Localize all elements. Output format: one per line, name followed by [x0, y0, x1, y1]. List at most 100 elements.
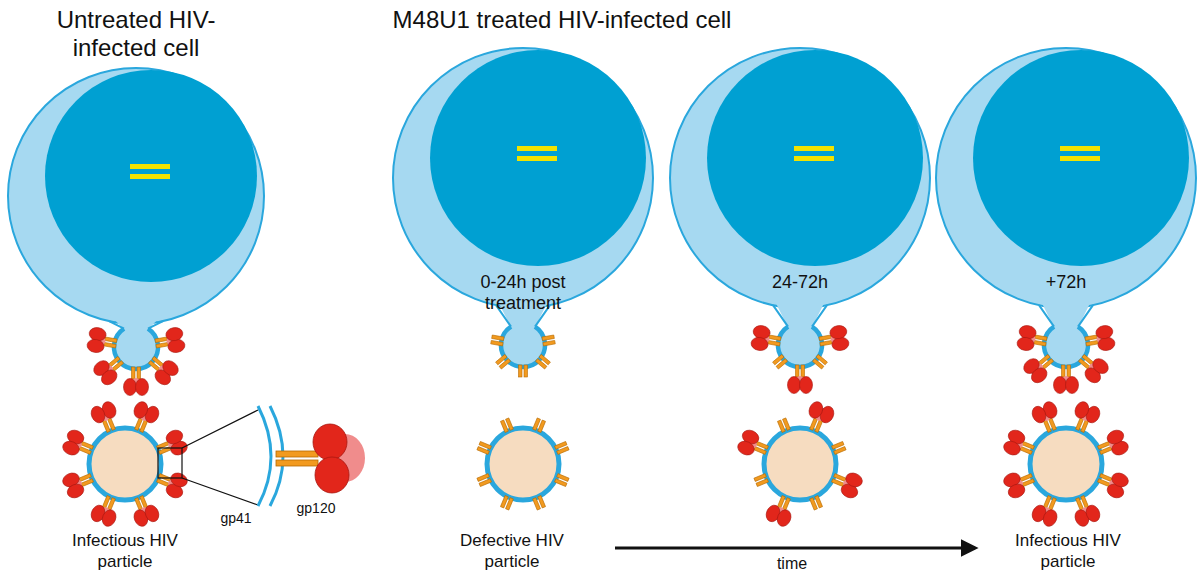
gp41-stalk: [776, 359, 787, 369]
envelope-spike: [1002, 466, 1038, 500]
gp41-stalk: [105, 337, 117, 343]
gp41-stalk: [156, 342, 168, 348]
envelope-spike: [127, 400, 161, 436]
gp41-stalk: [1062, 365, 1066, 377]
gp41-stalk: [539, 354, 550, 364]
gp120-lobe: [86, 338, 105, 354]
cell: [8, 68, 264, 396]
cell-neck: [1040, 299, 1092, 327]
gp41-stalk: [754, 447, 766, 455]
gp41-stalk: [557, 474, 569, 482]
gp41-stalk: [524, 365, 528, 377]
gp120-lobe: [89, 404, 108, 425]
envelope-spike: [154, 326, 186, 356]
gp41-stalk: [543, 340, 555, 346]
gp41-stalk: [819, 335, 831, 341]
provirus-bar: [794, 156, 834, 161]
gp41-stalk: [555, 441, 567, 449]
provirus-bar: [517, 146, 557, 151]
envelope-spike: [1030, 492, 1064, 528]
gp41-stalk: [1082, 354, 1093, 364]
envelope-spike: [89, 492, 123, 528]
zoom-inset: [158, 406, 365, 506]
gp120-lobe: [1002, 439, 1023, 458]
gp41-stalk: [1049, 498, 1057, 510]
gp41-stalk: [492, 335, 504, 341]
gp41-stalk: [832, 441, 844, 449]
gp41-stalk: [801, 365, 805, 377]
neck-outline: [109, 321, 163, 328]
gp41-stalk: [756, 479, 768, 487]
envelope-spike: [533, 418, 546, 433]
gp41-stalk: [102, 420, 110, 432]
gp41-stalk: [1035, 335, 1047, 341]
gp41-stalk: [479, 479, 491, 487]
particle-membrane: [1030, 428, 1102, 500]
neck-outline: [1039, 305, 1093, 326]
envelope-spike: [812, 354, 827, 369]
envelope-spike: [477, 441, 492, 454]
virus-particle: [736, 400, 865, 529]
gp41-stalk: [820, 340, 832, 346]
gp120-lobe: [1110, 471, 1131, 490]
envelope-spike: [477, 474, 492, 487]
gp41-stalk: [1067, 365, 1071, 377]
gp41-stalk: [491, 340, 503, 346]
envelope-spike: [764, 492, 798, 528]
gp120-lobe: [844, 471, 865, 490]
gp120-lobe: [1030, 404, 1049, 425]
gp41-stalk: [79, 447, 91, 455]
gp41-stalk: [506, 498, 514, 510]
envelope-spike: [1084, 324, 1116, 354]
provirus-bar: [130, 164, 170, 169]
envelope-spike: [777, 418, 790, 433]
gp120-lobe: [65, 482, 86, 501]
gp41-stalk: [1081, 496, 1089, 508]
cell: [936, 48, 1196, 394]
gp41-stalk: [1100, 474, 1112, 482]
nucleus: [707, 50, 923, 266]
virus-particle: [477, 418, 569, 510]
gp120-lobe: [143, 503, 162, 524]
virus-particle: [1002, 400, 1131, 529]
gp41-stalk: [810, 418, 818, 430]
gp41-stalk: [533, 418, 541, 430]
gp41-stalk: [777, 420, 785, 432]
provirus-bar: [1060, 146, 1100, 151]
gp41-stalk: [155, 337, 167, 343]
envelope-spike: [1016, 324, 1048, 354]
envelope-spike: [500, 418, 513, 433]
gp41-stalk: [796, 365, 800, 377]
envelope-spike: [153, 428, 189, 462]
gp41-stalk: [1086, 340, 1098, 346]
gp120-lobe: [132, 400, 151, 421]
gp120-lobe: [775, 508, 794, 529]
cell: [393, 48, 653, 377]
gp120-lobe: [788, 377, 801, 394]
gp41-stalk: [137, 367, 141, 379]
envelope-spike: [535, 354, 550, 369]
gp120-lobe: [1095, 324, 1114, 340]
envelope-spike: [127, 492, 161, 528]
gp41-stalk: [1076, 418, 1084, 430]
heading: Untreated HIV-infected cell: [16, 6, 256, 62]
gp120-lobe: [124, 379, 137, 396]
time-arrow: [615, 547, 975, 550]
cell-body: [8, 68, 264, 324]
gp41-stalk: [112, 361, 123, 371]
envelope-spike: [1021, 348, 1059, 385]
gp41-stalk: [140, 496, 148, 508]
gp120-lobe: [136, 379, 149, 396]
envelope-spike: [496, 354, 511, 369]
particle-label: Infectious HIV particle: [998, 530, 1138, 572]
gp120-lobe: [807, 400, 826, 421]
envelope-spike: [1002, 428, 1038, 462]
gp120-lobe: [736, 439, 757, 458]
cell-neck: [774, 299, 826, 327]
cell-body: [936, 48, 1196, 308]
envelope-spike: [86, 326, 118, 356]
gp41-stalk: [815, 496, 823, 508]
gp120-lobe: [1084, 503, 1103, 524]
gp41-stalk: [1042, 359, 1053, 369]
gp41-stalk: [1020, 447, 1032, 455]
